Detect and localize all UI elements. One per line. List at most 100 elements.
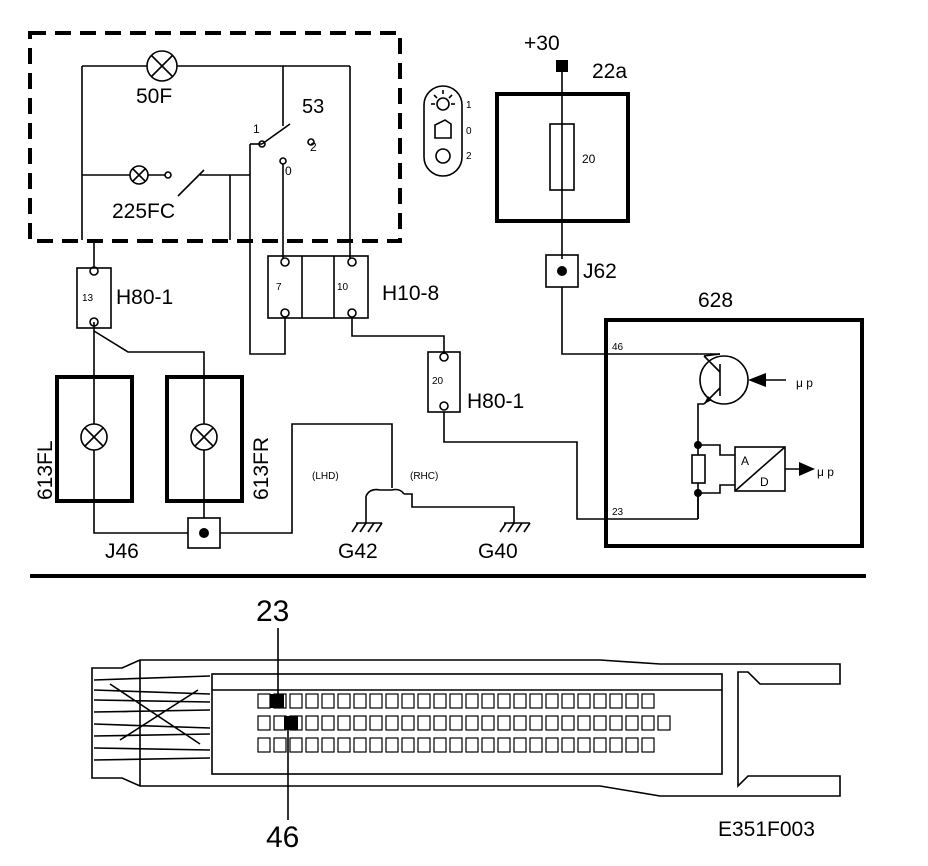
switch-pos-2: 2 [310, 140, 317, 154]
icon-scale-0: 0 [466, 126, 472, 137]
connector-pin [369, 737, 383, 753]
connector-pin [481, 715, 495, 731]
connector-pin [577, 737, 591, 753]
connector-pin [641, 737, 655, 753]
connector-pin [321, 715, 335, 731]
lamp-225fc-icon [129, 165, 149, 185]
wire [249, 175, 286, 355]
connector-pin [497, 715, 511, 731]
connector-pin [417, 693, 431, 709]
connector-pin-46-label: 46 [266, 821, 299, 854]
pin-46-marker [284, 716, 298, 730]
connector-pin [289, 737, 303, 753]
connector-pin [577, 693, 591, 709]
connector-pin-23-label: 23 [256, 595, 289, 628]
connector-pin [497, 737, 511, 753]
connector-pin [497, 693, 511, 709]
connector-pin [433, 737, 447, 753]
lamp-613fl-icon [80, 423, 108, 451]
connector-pin [657, 715, 671, 731]
connector-pin [609, 715, 623, 731]
connector-pin [353, 737, 367, 753]
wire [177, 65, 284, 126]
connector-pin [385, 715, 399, 731]
lamp-613fr-label: 613FR [250, 437, 273, 500]
connector-pin [545, 715, 559, 731]
connector-pin [449, 737, 463, 753]
wire [561, 287, 720, 355]
connector-pin [417, 737, 431, 753]
connector-pin [337, 693, 351, 709]
ground-g42-label: G42 [338, 540, 378, 563]
wire [703, 353, 721, 357]
connector-pin [305, 693, 319, 709]
ecu-label: 628 [698, 289, 733, 312]
wire [697, 403, 704, 445]
ecu-pin-46: 46 [612, 342, 624, 353]
ecu-pin-23: 23 [612, 507, 624, 518]
wire [220, 423, 393, 534]
connector-pin [561, 693, 575, 709]
connector-pin [481, 737, 495, 753]
ad-d-label: D [760, 475, 769, 489]
connector-pin [513, 737, 527, 753]
lamp-613fr-icon [190, 423, 218, 451]
connector-pin [609, 737, 623, 753]
lamp-613fl-label: 613FL [34, 440, 57, 500]
connector-pin [353, 715, 367, 731]
connector-h10-label: H10-8 [382, 282, 439, 305]
connector-pin [385, 693, 399, 709]
connector-pin [625, 693, 639, 709]
connector-pin [625, 715, 639, 731]
connector-pin [593, 715, 607, 731]
connector-pin [401, 693, 415, 709]
connector-pin [369, 693, 383, 709]
ecu-628-box [604, 318, 864, 548]
connector-pin [433, 715, 447, 731]
ad-a-label: A [741, 454, 749, 468]
connector-pin [577, 715, 591, 731]
connector-pin [401, 715, 415, 731]
connector-pin [305, 715, 319, 731]
arrow-icon [748, 373, 766, 387]
mu-p-label-2: μ p [817, 465, 834, 479]
connector-pin [561, 737, 575, 753]
connector-pin [529, 693, 543, 709]
connector-pin [513, 715, 527, 731]
supply-terminal-icon [556, 60, 568, 72]
connector-pin [529, 737, 543, 753]
junction-dot-icon [557, 266, 567, 276]
connector-h80-top-pin: 13 [82, 293, 94, 304]
connector-pin [289, 693, 303, 709]
supply-label: +30 [524, 32, 560, 55]
wire [93, 330, 205, 424]
wire [93, 450, 188, 534]
connector-pin [257, 693, 271, 709]
connector-pin-grid [257, 693, 671, 753]
connector-pin [593, 737, 607, 753]
connector-pin [321, 737, 335, 753]
connector-pin [257, 737, 271, 753]
illumination-symbol-icon [423, 85, 463, 177]
connector-pin [641, 693, 655, 709]
fuse-box-label: 22a [592, 60, 627, 83]
lamp-225fc-label: 225FC [112, 200, 175, 223]
wire [351, 318, 445, 354]
icon-scale-1: 1 [466, 100, 472, 111]
switch-pos-1: 1 [253, 122, 260, 136]
junction-j46-label: J46 [105, 540, 139, 563]
ground-g42-icon [351, 522, 383, 533]
pin-23-marker [270, 694, 284, 708]
connector-pin [449, 715, 463, 731]
lamp-50f-icon [146, 50, 178, 82]
connector-pin [513, 693, 527, 709]
connector-pin [369, 715, 383, 731]
connector-h80-mid-pin: 20 [432, 376, 444, 387]
lhd-label: (LHD) [312, 471, 339, 482]
connector-pin [545, 693, 559, 709]
connector-pin [465, 737, 479, 753]
connector-pin [257, 715, 271, 731]
fuse-value: 20 [582, 152, 596, 166]
